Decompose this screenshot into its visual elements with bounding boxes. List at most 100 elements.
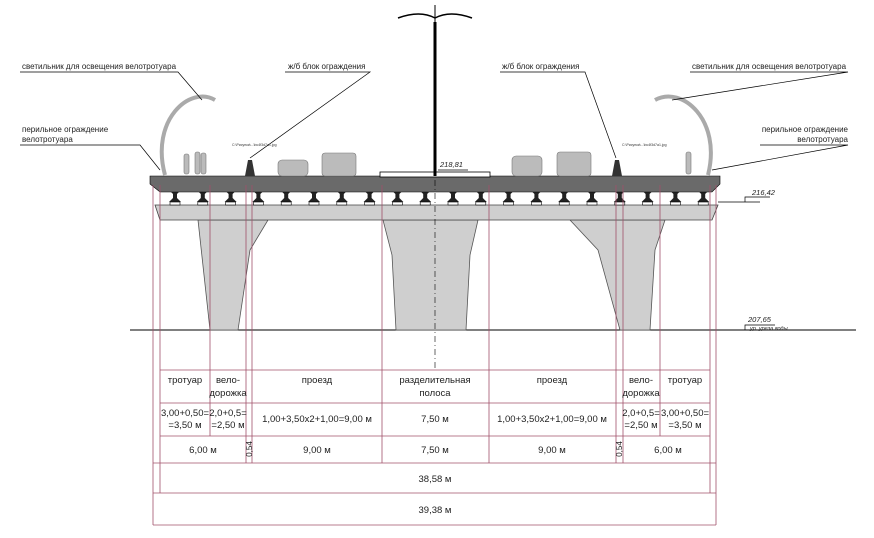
cell-left-total: 6,00 м — [189, 445, 217, 456]
label-railing-left-2: велотротуара — [22, 135, 73, 144]
cell-road-left-total: 9,00 м — [303, 445, 331, 456]
girder-rib — [586, 190, 598, 202]
bearing-pad — [614, 201, 626, 206]
cell-bike-right-2: =2,50 м — [624, 420, 657, 431]
bearing-pad — [531, 201, 542, 206]
girder-rib — [530, 190, 543, 202]
girder-rib — [558, 190, 571, 202]
cell-median: 7,50 м — [421, 414, 449, 425]
person-icon — [183, 153, 190, 175]
car-icon — [556, 151, 592, 177]
header-median-1: разделительная — [399, 375, 470, 386]
deck-girders — [169, 190, 710, 206]
bearing-pad — [697, 201, 709, 206]
header-bike-left-2: дорожка — [209, 388, 247, 399]
label-barrier-right: ж/б блок ограждения — [502, 62, 579, 71]
cell-sidewalk-left-2: =3,50 м — [168, 420, 201, 431]
lamp-pole-icon — [397, 5, 473, 176]
piers — [197, 219, 666, 331]
person-icon — [200, 152, 207, 175]
girder-rib — [280, 190, 293, 202]
header-sidewalk-right: тротуар — [668, 375, 702, 386]
cell-bike-left-2: =2,50 м — [211, 420, 244, 431]
barrier-block-right — [612, 160, 622, 176]
cell-right-total: 6,00 м — [654, 445, 682, 456]
header-bike-right-1: вело- — [629, 375, 653, 386]
bearing-pad — [280, 201, 292, 206]
barrier-block-left — [245, 160, 255, 176]
image-path-right: C:\Рисунки\...\bc4f3d7a1.jpg — [622, 143, 667, 147]
header-road-right: проезд — [537, 375, 568, 386]
bearing-pad — [475, 201, 487, 206]
label-lamp-left: светильник для освещения велотротуара — [22, 62, 177, 71]
cell-bike-right-1: 2,0+0,5= — [622, 408, 660, 419]
cell-gap-left: 0,54 — [245, 441, 254, 457]
bearing-pad — [392, 201, 403, 206]
total-outer-width: 39,38 м — [419, 505, 452, 516]
label-railing-right-2: велотротуара — [797, 135, 848, 144]
girder-rib — [474, 190, 487, 202]
elevation-water: 207,65 — [747, 315, 772, 324]
pier-right — [569, 219, 666, 331]
bearing-pad — [197, 201, 209, 206]
bearing-pad — [586, 201, 598, 206]
elevation-top: 218,81 — [439, 160, 463, 169]
girder-rib — [196, 190, 209, 202]
bearing-pad — [169, 201, 181, 206]
girder-rib — [669, 190, 682, 202]
bearing-pad — [558, 201, 570, 206]
girder-rib — [391, 190, 404, 202]
girder-rib — [169, 190, 181, 202]
cell-bike-left-1: 2,0+0,5= — [209, 408, 247, 419]
cell-median-total: 7,50 м — [421, 445, 449, 456]
girder-rib — [697, 190, 710, 202]
lamp-arch-right-icon — [654, 94, 713, 176]
bearing-pad — [670, 201, 681, 206]
car-icon — [321, 152, 357, 177]
cell-road-right: 1,00+3,50x2+1,00=9,00 м — [497, 414, 607, 425]
cell-sidewalk-left-1: 3,00+0,50= — [161, 408, 210, 419]
girder-rib — [419, 190, 432, 202]
header-bike-left-1: вело- — [216, 375, 240, 386]
leader-lines — [20, 71, 849, 330]
label-lamp-right: светильник для освещения велотротуара — [692, 62, 847, 71]
bearing-pad — [364, 201, 375, 206]
dimension-table-grid — [153, 369, 716, 526]
bearing-pad — [308, 201, 320, 206]
water-level-note: ур. уреза воды — [749, 326, 788, 332]
car-icon — [277, 159, 309, 177]
girder-rib — [641, 190, 654, 202]
elevation-beam: 216,42 — [751, 188, 776, 197]
header-road-left: проезд — [302, 375, 333, 386]
cell-sidewalk-right-1: 3,00+0,50= — [661, 408, 710, 419]
cap-beam — [154, 204, 719, 221]
cell-gap-right: 0,54 — [615, 441, 624, 457]
label-railing-left-1: перильное ограждение — [22, 125, 109, 134]
bearing-pad — [503, 201, 514, 206]
header-bike-right-2: дорожка — [622, 388, 660, 399]
lamp-arch-left-icon — [159, 94, 217, 176]
girder-rib — [308, 190, 320, 202]
header-median-2: полоса — [419, 388, 451, 399]
pier-middle — [382, 219, 479, 331]
bearing-pad — [419, 201, 431, 206]
girder-rib — [224, 190, 237, 202]
girder-rib — [447, 190, 459, 202]
girder-rib — [335, 190, 348, 202]
header-sidewalk-left: тротуар — [168, 375, 202, 386]
label-barrier-left: ж/б блок ограждения — [288, 62, 365, 71]
image-path-left: C:\Рисунки\...\bc4f3d7a1.jpg — [232, 143, 277, 147]
bearing-pad — [642, 201, 653, 206]
cell-sidewalk-right-2: =3,50 м — [668, 420, 701, 431]
bearing-pad — [253, 201, 264, 206]
total-inner-width: 38,58 м — [419, 474, 452, 485]
bearing-pad — [225, 201, 236, 206]
person-icon — [194, 151, 201, 175]
label-railing-right-1: перильное ограждение — [762, 125, 849, 134]
cell-road-left: 1,00+3,50x2+1,00=9,00 м — [262, 414, 372, 425]
dimension-lines — [152, 185, 717, 525]
car-icon — [511, 155, 543, 177]
person-icon — [685, 151, 692, 175]
girder-rib — [363, 190, 376, 202]
